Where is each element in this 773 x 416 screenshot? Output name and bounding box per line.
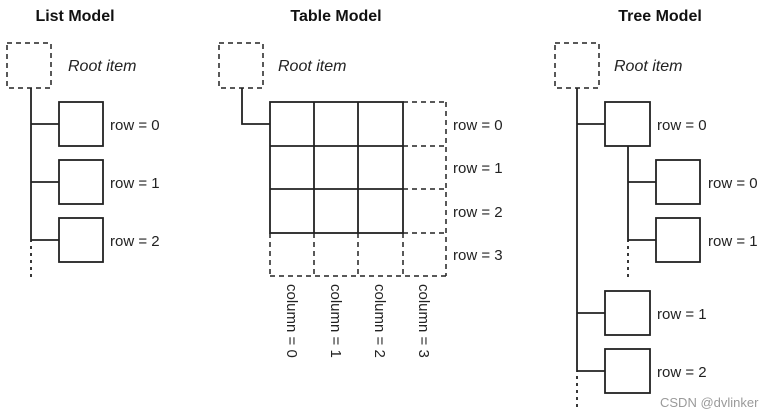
list-row-label-1: row = 1 [110,175,160,192]
tree-model-title: Tree Model [618,8,702,25]
tree-child-row-label-1: row = 1 [708,233,758,250]
table-column-label-0: column = 0 [283,284,300,358]
table-root-connector [241,88,270,125]
table-model-title: Table Model [290,8,381,25]
table-root-item-box [218,42,264,89]
tree-child-box-0 [655,159,701,205]
watermark: CSDN @dvlinker [660,395,759,410]
tree-item-box-0 [604,101,651,147]
list-model: List Model Root item row = 0 row = 1 row… [6,8,160,279]
table-row-label-2: row = 2 [453,204,503,221]
list-row-label-2: row = 2 [110,233,160,250]
table-extra-row [269,233,446,277]
table-column-label-3: column = 3 [415,284,432,358]
table-extra-column [403,101,447,276]
tree-row-label-0: row = 0 [657,117,707,134]
list-root-item-label: Root item [68,58,136,75]
tree-row-label-1: row = 1 [657,306,707,323]
tree-root-item-box [554,42,600,89]
tree-model: Tree Model Root item row = 0 row = 0 row… [554,8,758,410]
tree-item-box-2 [604,348,651,394]
tree-root-item-label: Root item [614,58,682,75]
tree-item-box-1 [604,290,651,336]
list-row-label-0: row = 0 [110,117,160,134]
table-root-item-label: Root item [278,58,346,75]
table-row-label-0: row = 0 [453,117,503,134]
table-row-label-1: row = 1 [453,160,503,177]
list-root-item-box [6,42,52,89]
tree-row-label-2: row = 2 [657,364,707,381]
table-column-label-2: column = 2 [371,284,388,358]
table-grid-outline [269,101,404,234]
list-item-box-2 [58,217,104,263]
table-column-label-1: column = 1 [327,284,344,358]
table-row-label-3: row = 3 [453,247,503,264]
tree-child-row-label-0: row = 0 [708,175,758,192]
tree-child-box-1 [655,217,701,263]
list-item-box-1 [58,159,104,205]
table-cell-grid [269,101,404,234]
list-model-title: List Model [35,8,114,25]
list-item-box-0 [58,101,104,147]
table-model: Table Model Root item row = 0 [218,8,503,358]
